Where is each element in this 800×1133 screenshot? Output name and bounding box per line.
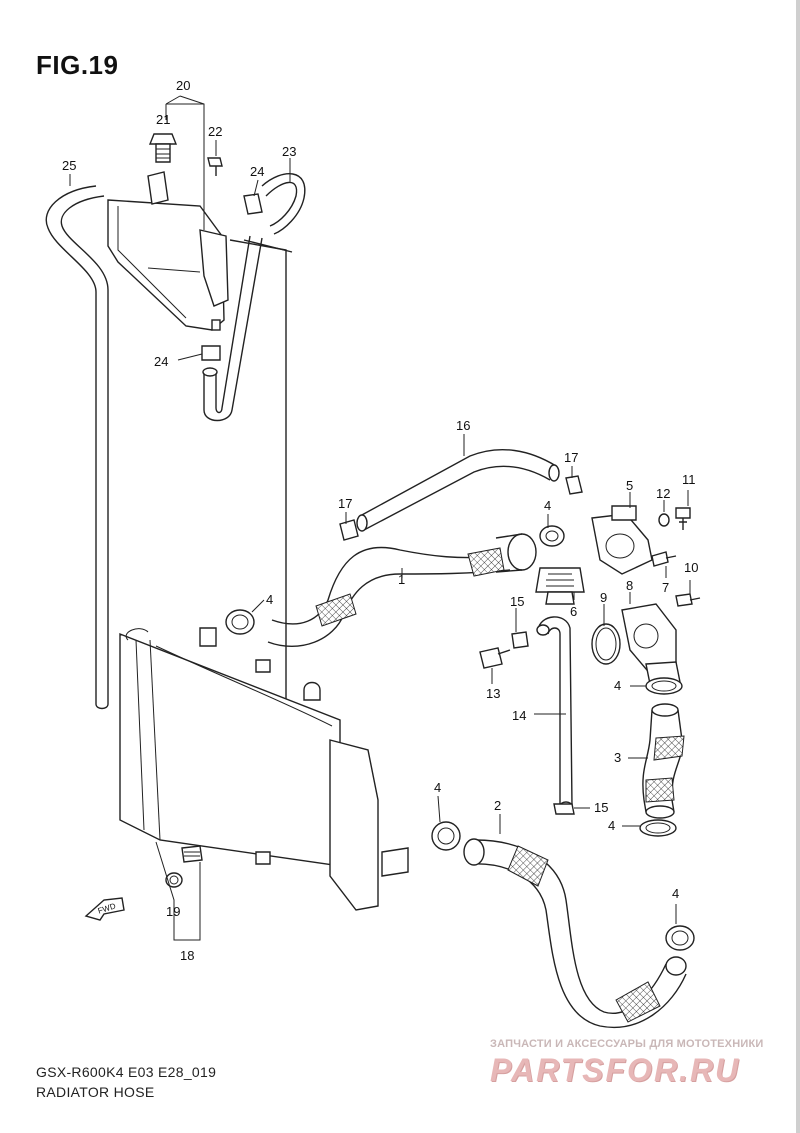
callout-18: 18 <box>180 948 194 963</box>
clamp-4-hose2-right <box>665 925 695 951</box>
bolt-10 <box>675 593 701 607</box>
section-name: RADIATOR HOSE <box>36 1084 155 1100</box>
callout-17-right: 17 <box>564 450 578 465</box>
callout-17-left: 17 <box>338 496 352 511</box>
callouts: 20 21 22 24 23 25 24 16 17 17 4 5 11 12 … <box>62 78 698 963</box>
thermostat-case <box>591 505 653 575</box>
callout-4-hose2-left: 4 <box>434 780 441 795</box>
clamp-4-hose3-bottom <box>639 819 677 837</box>
callout-24-lower: 24 <box>154 354 168 369</box>
callout-16: 16 <box>456 418 470 433</box>
callout-4-hose1: 4 <box>266 592 273 607</box>
reservoir-cap <box>148 133 178 163</box>
callout-14: 14 <box>512 708 526 723</box>
callout-12: 12 <box>656 486 670 501</box>
model-code: GSX-R600K4 E03 E28_019 <box>36 1064 217 1080</box>
bolt-22 <box>207 157 223 176</box>
figure-title: FIG.19 <box>36 50 119 80</box>
clip-17-left <box>339 519 359 541</box>
clip-24-upper <box>243 193 263 215</box>
radiator <box>119 627 409 911</box>
washer-12 <box>658 513 670 527</box>
callout-21: 21 <box>156 112 170 127</box>
callout-19: 19 <box>166 904 180 919</box>
callout-15-upper: 15 <box>510 594 524 609</box>
callout-6: 6 <box>570 604 577 619</box>
clip-17-right <box>565 475 583 495</box>
callout-4-hose3-top: 4 <box>614 678 621 693</box>
hose-25 <box>45 185 109 710</box>
callout-1: 1 <box>398 572 405 587</box>
clamp-4-thermostat <box>539 525 565 547</box>
breather-line <box>229 239 293 740</box>
callout-15-lower: 15 <box>594 800 608 815</box>
callout-4-hose2-right: 4 <box>672 886 679 901</box>
frame-edge <box>796 0 800 1133</box>
clamp-4-hose1 <box>225 609 255 635</box>
hose-2 <box>463 838 687 1029</box>
hose-14 <box>536 616 573 811</box>
callout-8: 8 <box>626 578 633 593</box>
gasket-19 <box>165 872 183 888</box>
callout-24-upper: 24 <box>250 164 264 179</box>
thermostat-cover <box>621 603 681 685</box>
reservoir-tank <box>107 171 229 331</box>
o-ring-9 <box>591 623 621 665</box>
clip-24-lower <box>201 345 221 361</box>
callout-4-thermostat: 4 <box>544 498 551 513</box>
thermostat <box>535 567 585 605</box>
callout-3: 3 <box>614 750 621 765</box>
clip-15-upper <box>511 631 529 649</box>
drain-bolt <box>181 845 203 863</box>
hose-23 <box>261 173 306 235</box>
union-13 <box>479 647 511 669</box>
callout-23: 23 <box>282 144 296 159</box>
leader-lines <box>69 95 691 941</box>
watermark-logo: PARTSFOR.RU <box>490 1052 741 1088</box>
callout-20: 20 <box>176 78 190 93</box>
tank-return-hose <box>202 235 263 422</box>
hose-3 <box>642 703 685 819</box>
hose-16 <box>356 449 560 532</box>
watermark-tagline: ЗАПЧАСТИ И АКСЕССУАРЫ ДЛЯ МОТОТЕХНИКИ <box>490 1038 764 1050</box>
callout-4-hose3-bottom: 4 <box>608 818 615 833</box>
callout-25: 25 <box>62 158 76 173</box>
callout-11: 11 <box>682 472 696 487</box>
clip-15-lower <box>553 803 575 815</box>
clamp-4-hose2-left <box>431 821 461 851</box>
callout-9: 9 <box>600 590 607 605</box>
clamp-4-hose3-top <box>645 677 683 695</box>
callout-2: 2 <box>494 798 501 813</box>
callout-5: 5 <box>626 478 633 493</box>
callout-13: 13 <box>486 686 500 701</box>
hose-1 <box>267 533 537 647</box>
callout-7: 7 <box>662 580 669 595</box>
forward-arrow: FWD <box>84 897 125 921</box>
callout-10: 10 <box>684 560 698 575</box>
bolt-7 <box>651 551 677 567</box>
bolt-11 <box>675 507 691 530</box>
callout-22: 22 <box>208 124 222 139</box>
